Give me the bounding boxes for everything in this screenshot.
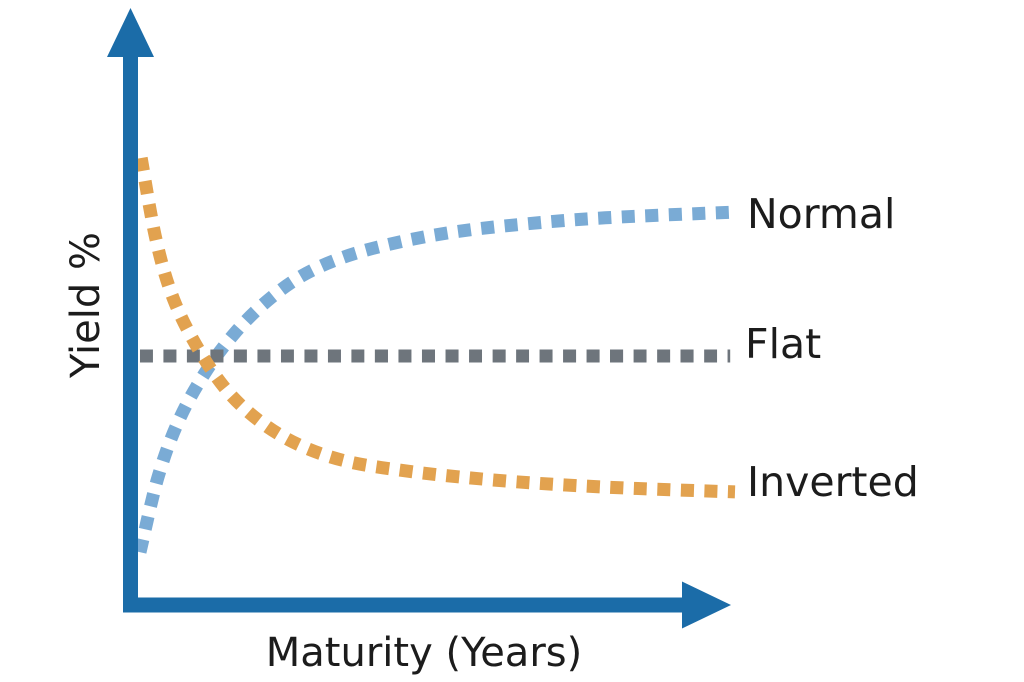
y-axis-label: Yield %: [63, 232, 109, 379]
curve-normal: [133, 205, 736, 554]
x-axis: [123, 581, 731, 629]
series-label-inverted: Inverted: [747, 458, 919, 506]
curve-inverted: [134, 156, 736, 499]
series-label-normal: Normal: [747, 190, 895, 238]
y-axis-arrow-icon: [107, 8, 154, 57]
y-axis: [107, 8, 154, 612]
series-label-flat: Flat: [745, 320, 821, 368]
x-axis-label: Maturity (Years): [266, 630, 582, 676]
x-axis-arrow-icon: [682, 581, 731, 629]
